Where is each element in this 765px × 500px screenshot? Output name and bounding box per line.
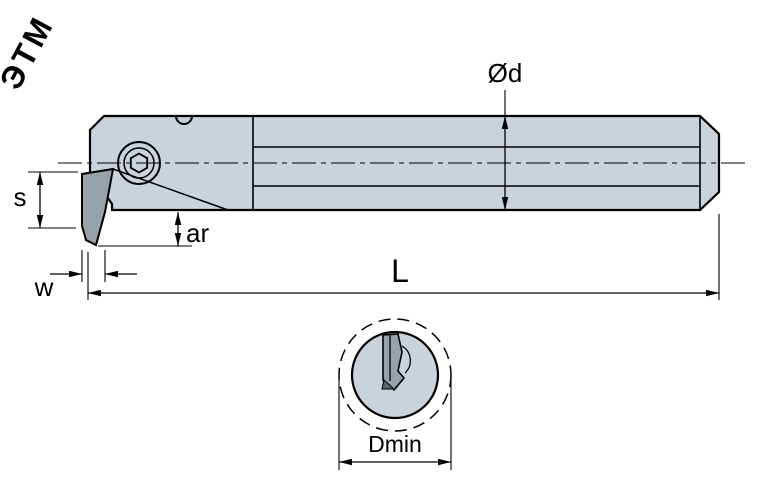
label-insert-width: w bbox=[34, 272, 54, 302]
label-min-bore-diameter: Dmin bbox=[368, 431, 422, 457]
dim-min-bore: Dmin bbox=[338, 378, 452, 470]
label-shank-diameter: Ød bbox=[488, 58, 523, 88]
label-insert-height: s bbox=[14, 182, 27, 212]
dim-insert-height: s bbox=[14, 171, 78, 229]
insert-tip-section bbox=[381, 379, 396, 390]
dim-shank-diameter: Ød bbox=[488, 58, 523, 210]
dim-insert-width: w bbox=[34, 250, 137, 302]
min-bore-dashed-circle bbox=[338, 318, 452, 432]
top-notch-arc bbox=[175, 115, 193, 125]
pocket-arc bbox=[401, 345, 411, 374]
dim-overall-length: L bbox=[87, 214, 720, 300]
cutting-insert-side bbox=[81, 167, 115, 247]
hex-socket-icon bbox=[129, 152, 149, 174]
side-view bbox=[58, 114, 748, 247]
label-overall-length: L bbox=[391, 253, 409, 289]
watermark: ЭТМ bbox=[0, 10, 61, 96]
end-view bbox=[338, 318, 452, 432]
dim-corner-offset: ar bbox=[98, 212, 209, 248]
label-corner-offset: ar bbox=[186, 218, 209, 248]
watermark-text: ЭТМ bbox=[0, 10, 61, 96]
